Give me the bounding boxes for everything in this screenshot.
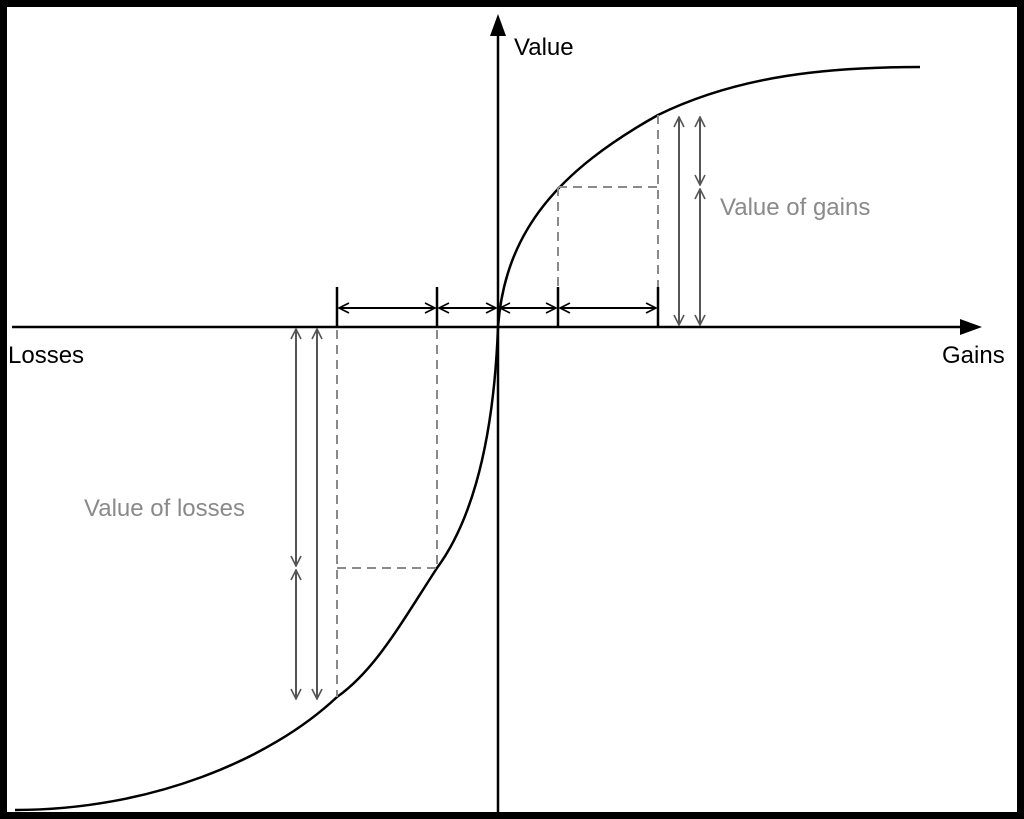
dashed-guides <box>336 115 659 697</box>
value-of-gains-label: Value of gains <box>720 194 870 221</box>
y-axis-label: Value <box>514 34 574 61</box>
interval-ticks <box>335 287 660 327</box>
y-axis-arrowhead <box>490 14 506 36</box>
losses-value-arrows <box>296 329 317 699</box>
x-axis-arrowhead <box>960 319 982 335</box>
canvas-background <box>7 7 1017 812</box>
losses-curve <box>14 326 500 812</box>
gains-label: Gains <box>942 342 1005 369</box>
losses-label: Losses <box>8 342 84 369</box>
value-of-losses-label: Value of losses <box>84 495 245 522</box>
gains-value-arrows <box>679 117 700 325</box>
